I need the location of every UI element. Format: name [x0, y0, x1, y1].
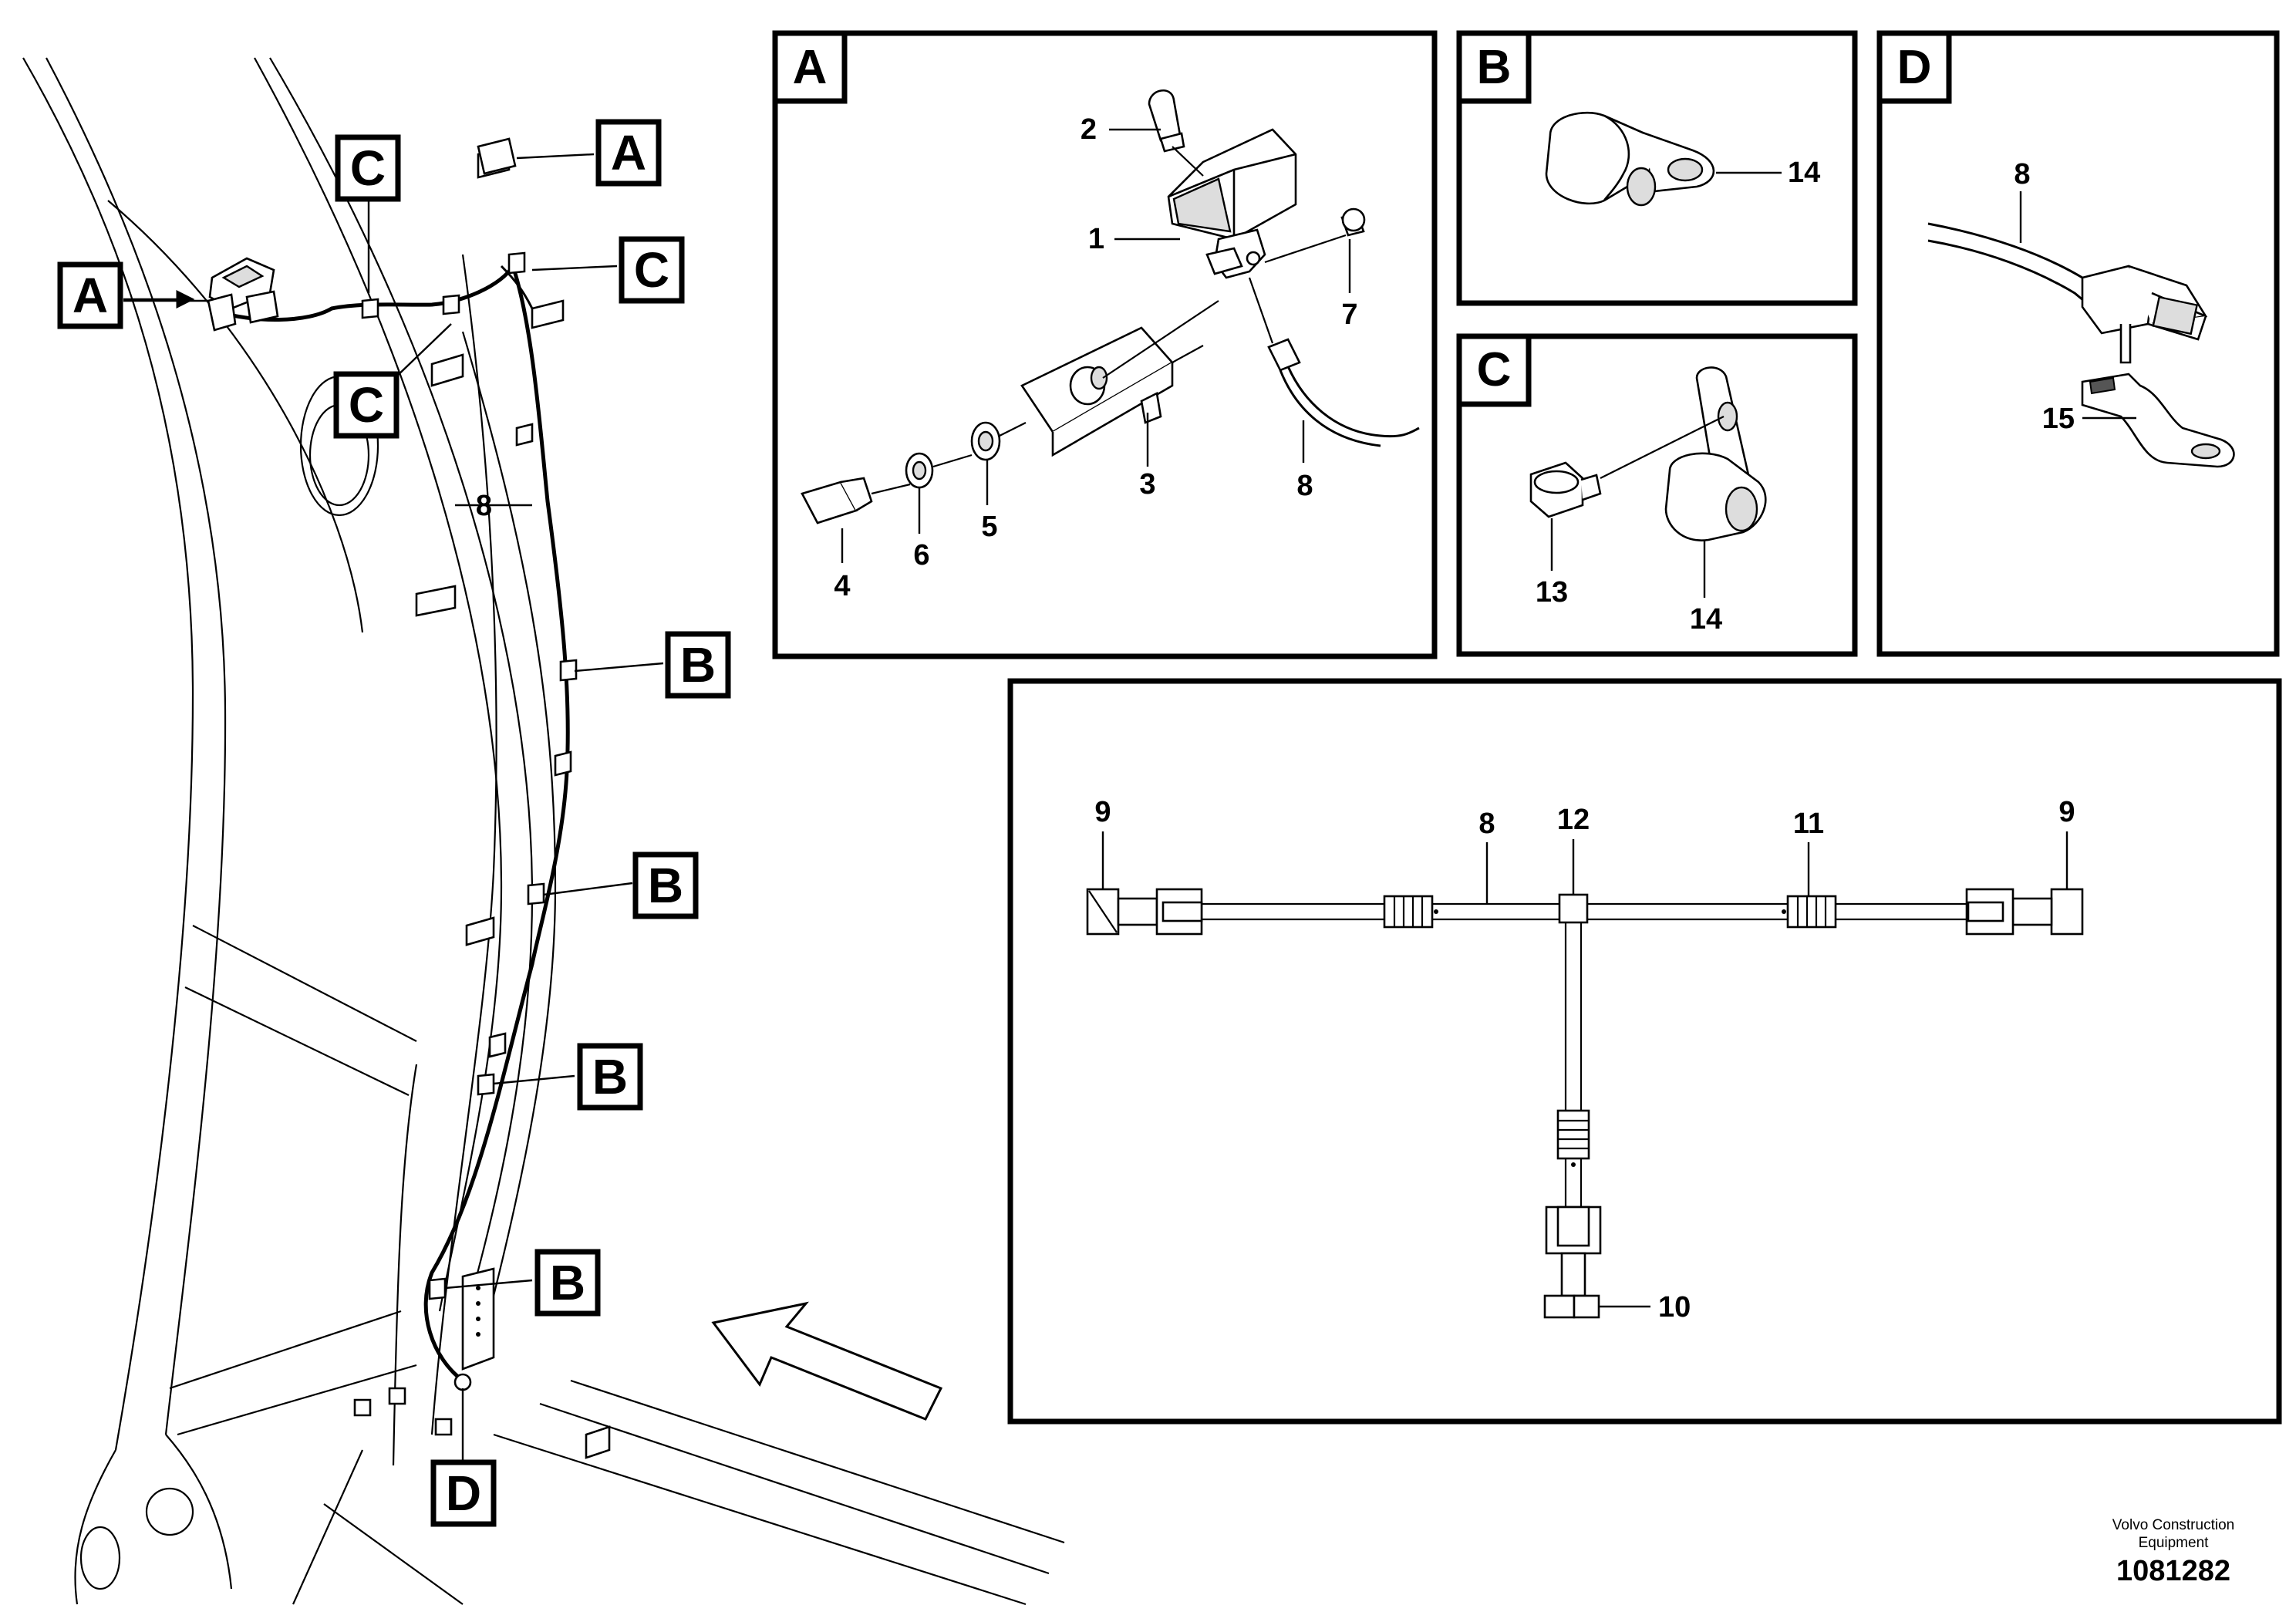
svg-text:D: D	[446, 1465, 481, 1521]
footer-info: Volvo Construction Equipment 1081282	[2058, 1516, 2289, 1588]
brand-line-2: Equipment	[2138, 1535, 2209, 1551]
callout-8-panel-a: 8	[1296, 470, 1313, 502]
overview-tag-a-left: A	[57, 261, 123, 329]
overview-tag-a-top: A	[595, 119, 662, 187]
callout-14-panel-c: 14	[1690, 603, 1722, 636]
svg-text:B: B	[648, 858, 683, 913]
callout-8-panel-d: 8	[2014, 158, 2030, 191]
brand-line-1: Volvo Construction	[2112, 1517, 2235, 1533]
callout-14-panel-b: 14	[1788, 157, 1820, 189]
callout-2: 2	[1081, 113, 1097, 146]
callout-7: 7	[1341, 298, 1357, 331]
callout-11: 11	[1793, 808, 1824, 840]
detail-panel-a: A	[772, 30, 1438, 659]
overview-tag-b-1: B	[665, 631, 731, 699]
callout-3: 3	[1139, 468, 1155, 501]
svg-text:A: A	[793, 41, 828, 94]
view-direction-arrow	[711, 1301, 943, 1421]
svg-text:C: C	[349, 377, 384, 433]
callout-10: 10	[1658, 1291, 1691, 1324]
callout-8-schematic: 8	[1478, 808, 1495, 840]
callout-15: 15	[2042, 403, 2075, 435]
document-number: 1081282	[2116, 1555, 2230, 1587]
callout-6: 6	[913, 539, 929, 572]
overview-tag-b-4: B	[534, 1249, 601, 1317]
svg-text:B: B	[592, 1049, 628, 1104]
overview-tag-b-2: B	[632, 851, 699, 919]
callout-9-right: 9	[2058, 796, 2075, 828]
svg-text:C: C	[1477, 343, 1512, 396]
overview-tag-c-right: C	[619, 236, 685, 304]
svg-text:C: C	[350, 140, 386, 196]
overview-tag-c-top: C	[335, 134, 401, 202]
callout-12: 12	[1557, 804, 1590, 836]
callout-1: 1	[1088, 223, 1104, 255]
svg-text:B: B	[550, 1255, 585, 1310]
callout-9-left: 9	[1094, 796, 1111, 828]
detail-panel-d: D 8 15	[1876, 30, 2280, 657]
overview-tag-d: D	[430, 1459, 497, 1527]
overview-leaders	[123, 153, 664, 1462]
callout-8-overview: 8	[476, 490, 492, 522]
svg-text:D: D	[1897, 41, 1932, 94]
svg-text:A: A	[611, 125, 646, 180]
svg-text:C: C	[634, 242, 669, 298]
callout-13: 13	[1536, 576, 1568, 609]
callout-4: 4	[834, 570, 850, 602]
harness-schematic-panel: 9 8 12 11 9 10	[1007, 678, 2282, 1425]
svg-text:B: B	[680, 637, 716, 693]
overview-tag-c-mid: C	[333, 371, 400, 439]
callout-5: 5	[981, 511, 997, 543]
detail-panel-c: C 13 14	[1456, 333, 1858, 657]
svg-text:A: A	[72, 268, 108, 323]
svg-text:B: B	[1477, 41, 1512, 94]
detail-panel-b: B 14	[1456, 30, 1858, 306]
overview-tag-b-3: B	[577, 1043, 643, 1111]
